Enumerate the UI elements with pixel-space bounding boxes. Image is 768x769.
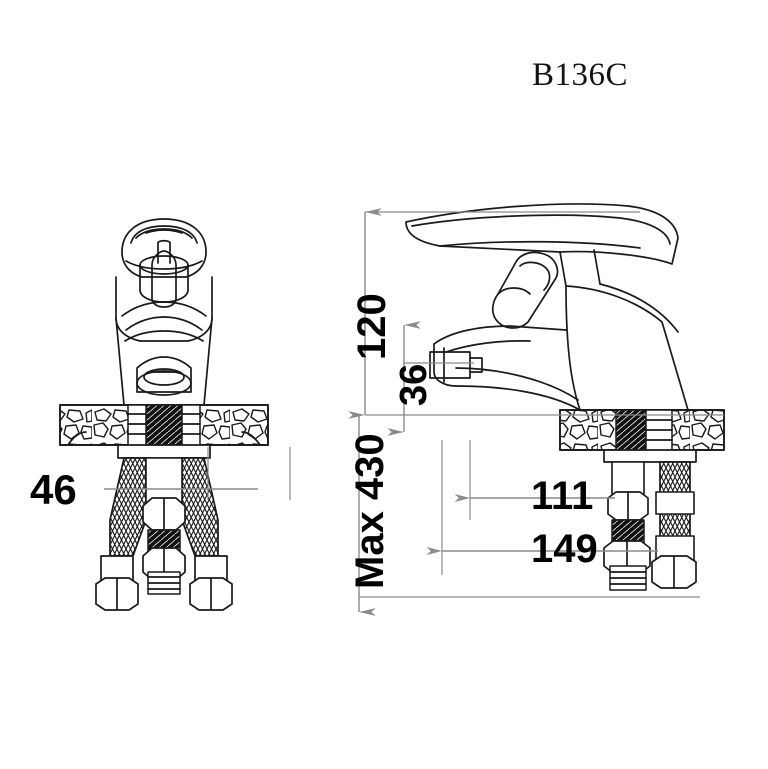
dim-36-label: 36 xyxy=(393,363,435,406)
front-view-geometry xyxy=(59,218,269,611)
page-title: B136C xyxy=(531,57,629,93)
dim-120-label: 120 xyxy=(350,293,394,360)
dim-120-line xyxy=(348,208,724,419)
dim-111-label: 111 xyxy=(531,474,594,518)
dim-36-line xyxy=(387,321,474,436)
side-view-geometry xyxy=(405,203,725,591)
dim-149-label: 149 xyxy=(531,527,598,571)
dim-46-label: 46 xyxy=(30,466,77,513)
dim-111-line xyxy=(454,440,615,520)
dim-max-430-label: Max 430 xyxy=(348,433,392,589)
dim-max-430-line xyxy=(358,415,700,616)
dim-46-leader xyxy=(104,447,291,500)
dim-149-line xyxy=(426,440,658,575)
